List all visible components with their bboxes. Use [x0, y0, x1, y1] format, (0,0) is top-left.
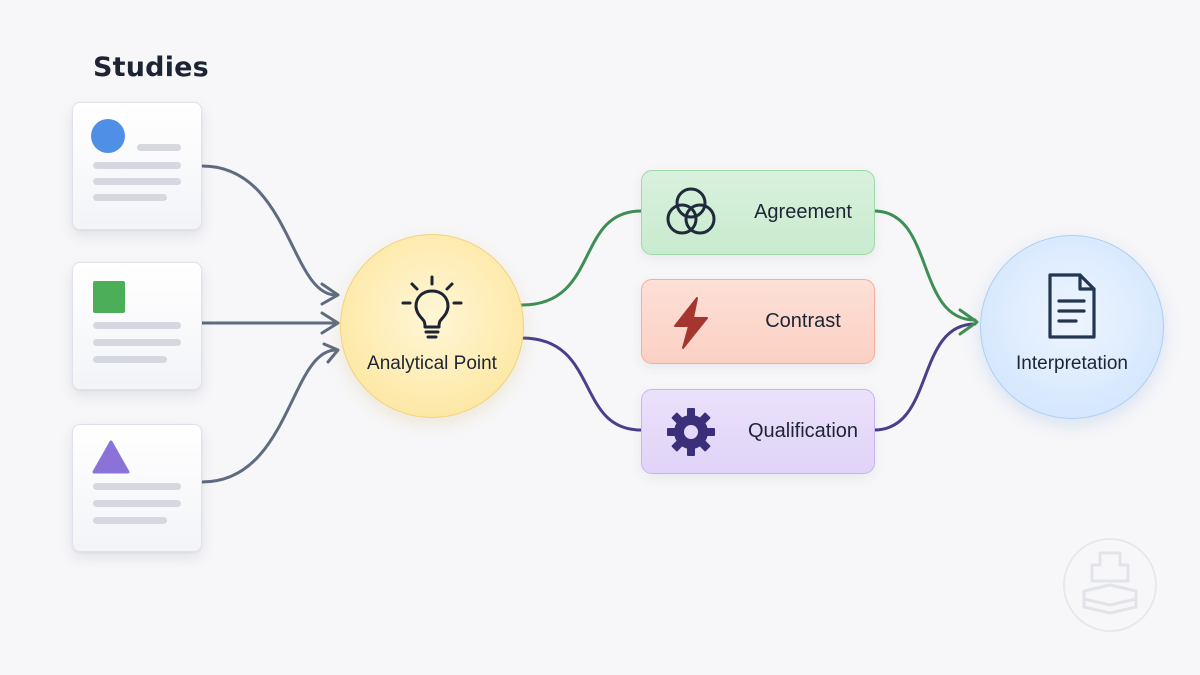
text-placeholder	[93, 178, 181, 185]
overlapping-circles-icon	[661, 183, 721, 243]
arrowhead-study-3	[322, 342, 340, 364]
gear-icon	[661, 402, 721, 462]
text-placeholder	[93, 356, 167, 363]
arrowhead-interpretation	[958, 308, 979, 336]
text-placeholder	[93, 500, 181, 507]
study-card-2	[72, 262, 202, 390]
text-placeholder	[93, 162, 181, 169]
diagram-title: Studies	[93, 52, 209, 83]
circle-icon	[91, 119, 125, 153]
interpretation-node: Interpretation	[980, 235, 1164, 419]
interpretation-label: Interpretation	[1016, 353, 1128, 374]
document-icon	[1048, 273, 1096, 339]
lightning-bolt-icon	[661, 292, 721, 352]
connector-study-3	[200, 348, 338, 484]
text-placeholder	[93, 517, 167, 524]
qualification-label: Qualification	[747, 420, 859, 442]
study-card-3	[72, 424, 202, 552]
text-placeholder	[93, 339, 181, 346]
arrowhead-study-1	[320, 282, 340, 306]
connector-study-1	[200, 164, 338, 297]
text-placeholder	[93, 322, 181, 329]
agreement-box: Agreement	[641, 170, 875, 255]
contrast-box: Contrast	[641, 279, 875, 364]
contrast-label: Contrast	[765, 310, 841, 332]
text-placeholder	[137, 144, 181, 151]
connector-qualification-out	[872, 322, 977, 432]
lightbulb-icon	[401, 275, 463, 339]
connector-agreement-out	[872, 209, 977, 322]
text-placeholder	[93, 194, 167, 201]
agreement-label: Agreement	[754, 201, 852, 223]
connector-agreement-in	[520, 209, 643, 307]
text-placeholder	[93, 483, 181, 490]
analytical-point-node: Analytical Point	[340, 234, 524, 418]
analytical-point-label: Analytical Point	[367, 353, 497, 374]
triangle-icon	[92, 440, 130, 474]
arrowhead-study-2	[320, 311, 340, 335]
watermark-logo	[1063, 538, 1157, 632]
qualification-box: Qualification	[641, 389, 875, 474]
study-card-1	[72, 102, 202, 230]
square-icon	[93, 281, 125, 313]
connector-qualification-in	[520, 336, 643, 432]
